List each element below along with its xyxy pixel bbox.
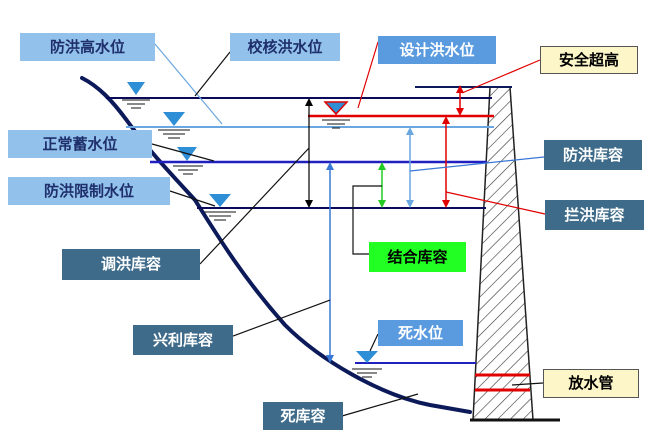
flood-regulation-storage-label: 调洪库容 [62,249,200,280]
leader-dead-storage [341,393,419,417]
outlet-pipe-label: 放水管 [543,369,639,398]
flood-high-level-label: 防洪高水位 [20,33,155,61]
dead-storage-label: 死库容 [263,402,343,430]
reservoir-bank-profile [80,76,472,414]
normal-pool-level-label: 正常蓄水位 [8,130,152,158]
leader-outlet-pipe [511,382,544,386]
leader-check-flood-level [194,51,231,97]
leader-flood-retention-storage [445,191,546,215]
water-level-symbol [204,194,236,221]
beneficial-storage-label: 兴利库容 [133,325,233,355]
water-level-symbol [352,351,382,378]
dam-body [472,86,534,421]
leader-flood-limit-level [169,190,216,207]
flood-limit-level-label: 防洪限制水位 [8,177,170,205]
design-flood-level-label: 设计洪水位 [378,36,496,64]
leader-normal-pool-level [151,143,215,162]
leader-design-flood-level [357,41,379,109]
leader-flood-control-storage [409,156,545,172]
flood-retention-storage-label: 拦洪库容 [545,200,644,230]
leader-dead-water-level [369,333,379,352]
water-level-symbol [158,112,190,139]
dead-water-level-label: 死水位 [378,320,463,346]
combined-storage-label: 结合库容 [369,242,466,272]
water-level-symbol [122,82,150,109]
check-flood-level-label: 校核洪水位 [230,33,340,61]
leader-safety-freeboard [461,59,541,94]
water-level-symbol [322,101,350,129]
safety-freeboard-label: 安全超高 [540,46,638,74]
leader-flood-high-level [154,43,223,125]
leader-combined-storage [352,185,382,255]
flood-control-storage-label: 防洪库容 [544,140,642,170]
leader-beneficial-storage [232,299,331,337]
leader-flood-regulation-storage [199,147,310,265]
